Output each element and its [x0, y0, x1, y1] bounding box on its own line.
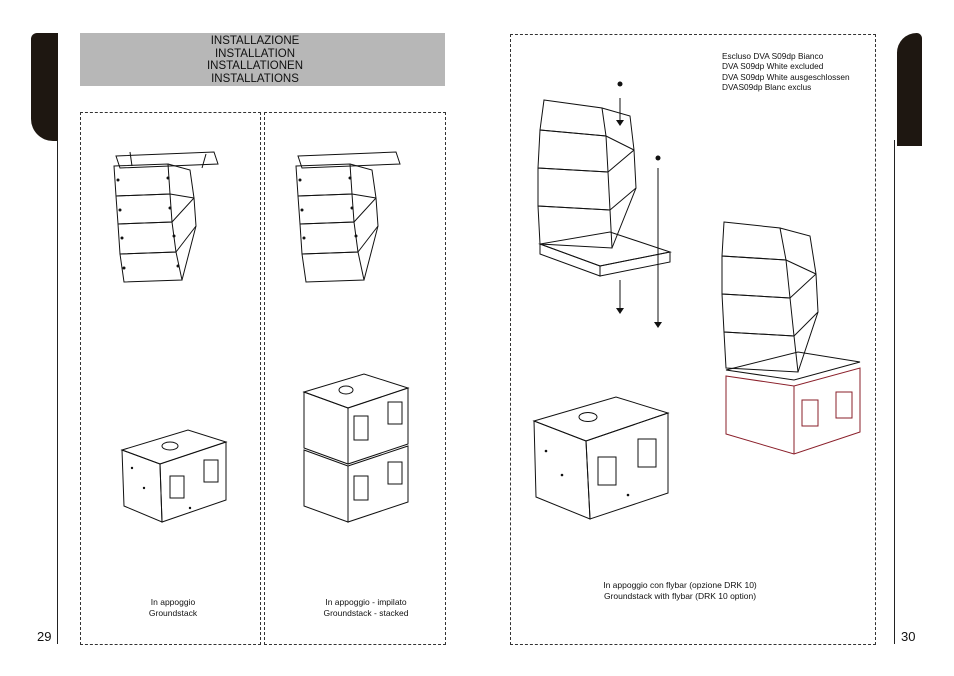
panel-groundstack-stacked — [264, 112, 446, 645]
exclusion-note: Escluso DVA S09dp Bianco DVA S09dp White… — [722, 51, 850, 92]
header-line-it: INSTALLAZIONE — [210, 35, 300, 47]
assembled-flybar-stack-illustration — [718, 220, 868, 480]
caption-line-it: In appoggio - impilato — [325, 597, 407, 607]
caption-line-en: Groundstack — [148, 608, 198, 618]
caption-line-en: Groundstack with flybar (DRK 10 option) — [603, 591, 757, 601]
caption-stacked: In appoggio - impilato Groundstack - sta… — [295, 597, 437, 619]
line-array-illustration-1 — [110, 148, 230, 288]
header-line-en: INSTALLATION — [214, 47, 296, 60]
page-number-left: 29 — [37, 629, 52, 644]
stacked-subwoofer-illustration — [302, 372, 412, 522]
page-tab-left — [31, 33, 58, 141]
header-line-de: INSTALLATIONEN — [206, 60, 304, 73]
margin-rule-right — [894, 140, 896, 644]
caption-flybar: In appoggio con flybar (opzione DRK 10) … — [560, 580, 800, 602]
panel-groundstack — [80, 112, 261, 645]
margin-rule-left — [57, 140, 59, 644]
panel-groundstack-flybar — [510, 34, 876, 645]
caption-line-en: Groundstack - stacked — [323, 608, 409, 618]
caption-groundstack: In appoggio Groundstack — [100, 597, 246, 619]
subwoofer-illustration-1 — [120, 428, 230, 523]
note-line-it: Escluso DVA S09dp Bianco — [722, 51, 824, 61]
section-header: INSTALLAZIONE INSTALLATION INSTALLATIONE… — [80, 33, 445, 86]
page-tab-right — [897, 33, 922, 146]
header-line-fr: INSTALLATIONS — [211, 72, 299, 85]
note-line-de: DVA S09dp White ausgeschlossen — [722, 71, 850, 82]
subwoofer-illustration-3 — [532, 395, 672, 520]
caption-line-it: In appoggio — [150, 597, 196, 607]
line-array-illustration-2 — [292, 148, 412, 288]
line-array-flybar-exploded-illustration — [530, 81, 690, 328]
note-line-fr: DVAS09dp Blanc exclus — [722, 81, 812, 92]
caption-line-it: In appoggio con flybar (opzione DRK 10) — [603, 580, 757, 590]
note-line-en: DVA S09dp White excluded — [722, 61, 824, 72]
page-number-right: 30 — [901, 629, 916, 644]
